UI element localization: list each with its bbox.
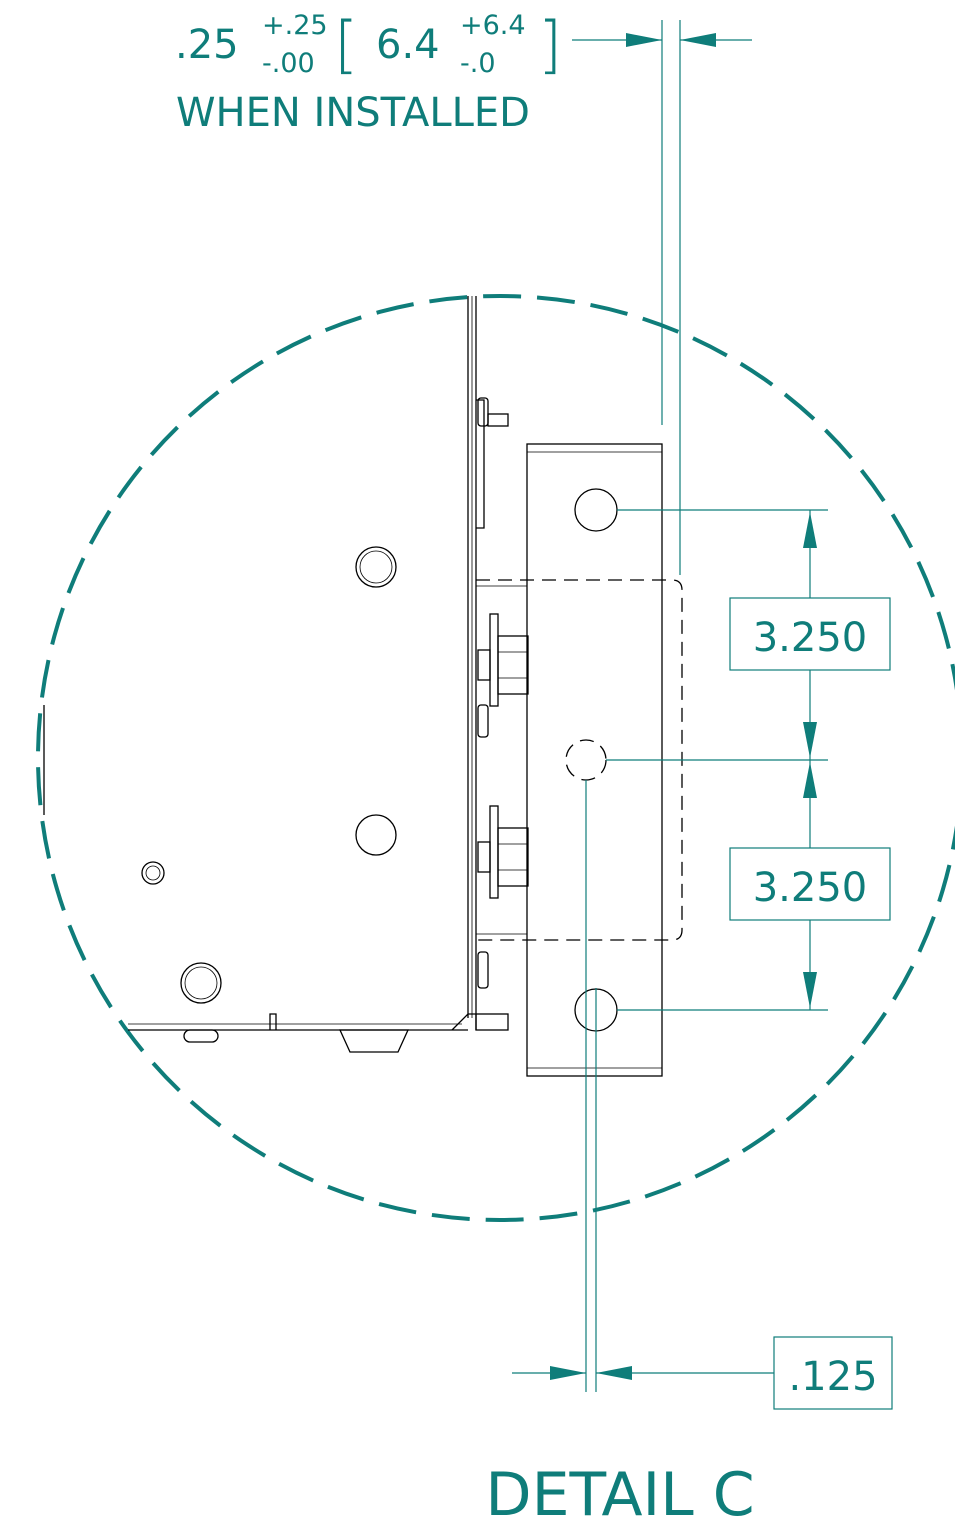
bracket-hole-hidden xyxy=(565,739,607,781)
arrow-mid-up xyxy=(803,762,817,798)
bracket-hole-upper xyxy=(574,488,618,532)
bracket-open: [ xyxy=(334,8,358,81)
bottom-corner xyxy=(451,1013,476,1031)
housing-hole-small xyxy=(141,861,165,885)
gap-metric-tol-plus: +6.4 xyxy=(460,10,526,41)
installed-note: WHEN INSTALLED xyxy=(176,90,530,136)
lower-fastener-nut xyxy=(497,827,529,887)
arrow-bottom-down xyxy=(803,972,817,1008)
offset-dim-value: .125 xyxy=(788,1354,877,1400)
middle-tab xyxy=(477,704,489,738)
lower-fastener xyxy=(477,805,529,899)
upper-fastener-washer xyxy=(489,613,499,707)
housing-hole-middle xyxy=(355,814,397,856)
gap-metric-value: 6.4 xyxy=(376,22,440,68)
upper-dim-box xyxy=(729,597,891,671)
detail-boundary-circle xyxy=(36,294,955,1222)
hole-spacing-dimensions: 3.250 3.250 xyxy=(606,509,891,1011)
arrow-mid-down xyxy=(803,722,817,758)
gap-arrow-right xyxy=(680,33,716,47)
arrow-top-up xyxy=(803,512,817,548)
lower-fastener-washer xyxy=(489,805,499,899)
gap-tol-minus: -.00 xyxy=(262,48,315,79)
lower-tab xyxy=(477,951,489,989)
upper-tab xyxy=(477,397,489,427)
gap-metric-tol-minus: -.0 xyxy=(460,48,496,79)
gap-tol-plus: +.25 xyxy=(262,10,328,41)
bottom-notch xyxy=(269,1013,277,1030)
detail-title: DETAIL C xyxy=(485,1460,754,1524)
upper-fastener-head xyxy=(477,649,491,681)
offset-arrow-left xyxy=(550,1366,586,1380)
upper-clip xyxy=(487,413,509,427)
lower-dim-value: 3.250 xyxy=(753,865,868,911)
lower-dim-box xyxy=(729,847,891,921)
housing-hole-lower-inner xyxy=(184,966,218,1000)
housing-hole-lower xyxy=(180,962,222,1004)
installed-gap-dimension: .25 +.25 -.00 [ 6.4 +6.4 -.0 ] WHEN INST… xyxy=(175,8,752,575)
offset-arrow-right xyxy=(596,1366,632,1380)
upper-dim-value: 3.250 xyxy=(753,615,868,661)
bottom-foot-center xyxy=(338,1029,410,1053)
bottom-clip xyxy=(475,1013,509,1031)
bracket-close: ] xyxy=(538,8,562,81)
upper-fastener xyxy=(477,613,529,707)
lower-fastener-head xyxy=(477,841,491,873)
part-geometry xyxy=(43,296,683,1077)
housing-hole-upper xyxy=(355,546,397,588)
upper-fastener-nut xyxy=(497,635,529,695)
upper-flange xyxy=(476,399,485,529)
offset-dimension: .125 xyxy=(512,780,893,1410)
housing-hole-upper-inner xyxy=(359,550,393,584)
gap-value: .25 xyxy=(175,22,239,68)
offset-dim-box xyxy=(773,1336,893,1410)
housing-hole-small-inner xyxy=(145,865,161,881)
gap-arrow-left xyxy=(626,33,662,47)
bottom-foot-left xyxy=(183,1029,219,1043)
